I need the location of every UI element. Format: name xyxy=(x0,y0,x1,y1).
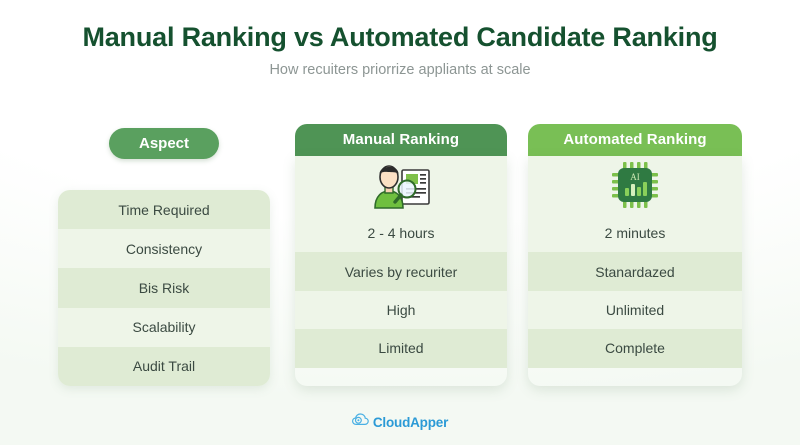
table-cell: 2 minutes xyxy=(528,214,742,253)
table-row: Audit Trail xyxy=(58,346,270,386)
column-automated-ranking: Automated Ranking xyxy=(528,124,742,386)
brand-name: CloudApper xyxy=(372,414,449,430)
aspect-column-header: Aspect xyxy=(108,128,220,159)
recruiter-magnifier-resume-icon xyxy=(369,160,433,210)
header: Manual Ranking vs Automated Candidate Ra… xyxy=(0,22,800,78)
aspect-rows: Time Required Consistency Bis Risk Scala… xyxy=(58,190,270,386)
manual-column-header: Manual Ranking xyxy=(295,124,507,156)
table-row: Time Required xyxy=(58,190,270,230)
table-cell: Stanardazed xyxy=(528,252,742,291)
manual-icon-cell xyxy=(295,156,507,214)
ai-chip-icon: AI xyxy=(611,161,659,209)
table-cell: 2 - 4 hours xyxy=(295,214,507,253)
svg-text:AI: AI xyxy=(630,172,640,182)
page-subtitle: How recuiters priorrize appliants at sca… xyxy=(269,62,531,79)
manual-rows: 2 - 4 hours Varies by recuriter High Lim… xyxy=(295,156,507,386)
column-aspect: Aspect Time Required Consistency Bis Ris… xyxy=(58,124,270,386)
footer-brand: CloudApper xyxy=(0,412,800,432)
table-cell: Varies by recuriter xyxy=(295,252,507,291)
table-cell: Limited xyxy=(295,329,507,368)
table-cell: Unlimited xyxy=(528,290,742,330)
automated-rows: AI 2 minutes Stanardazed Unlimited C xyxy=(528,156,742,386)
table-cell: High xyxy=(295,290,507,330)
automated-icon-cell: AI xyxy=(528,156,742,214)
comparison-table: Aspect Time Required Consistency Bis Ris… xyxy=(58,124,742,386)
cloud-icon xyxy=(351,412,369,432)
table-row: Consistency xyxy=(58,229,270,269)
table-row: Bis Risk xyxy=(58,268,270,308)
table-cell: Complete xyxy=(528,329,742,368)
column-manual-ranking: Manual Ranking xyxy=(295,124,507,386)
automated-column-header: Automated Ranking xyxy=(528,124,742,156)
page-title: Manual Ranking vs Automated Candidate Ra… xyxy=(82,22,718,52)
table-row: Scalability xyxy=(58,307,270,347)
